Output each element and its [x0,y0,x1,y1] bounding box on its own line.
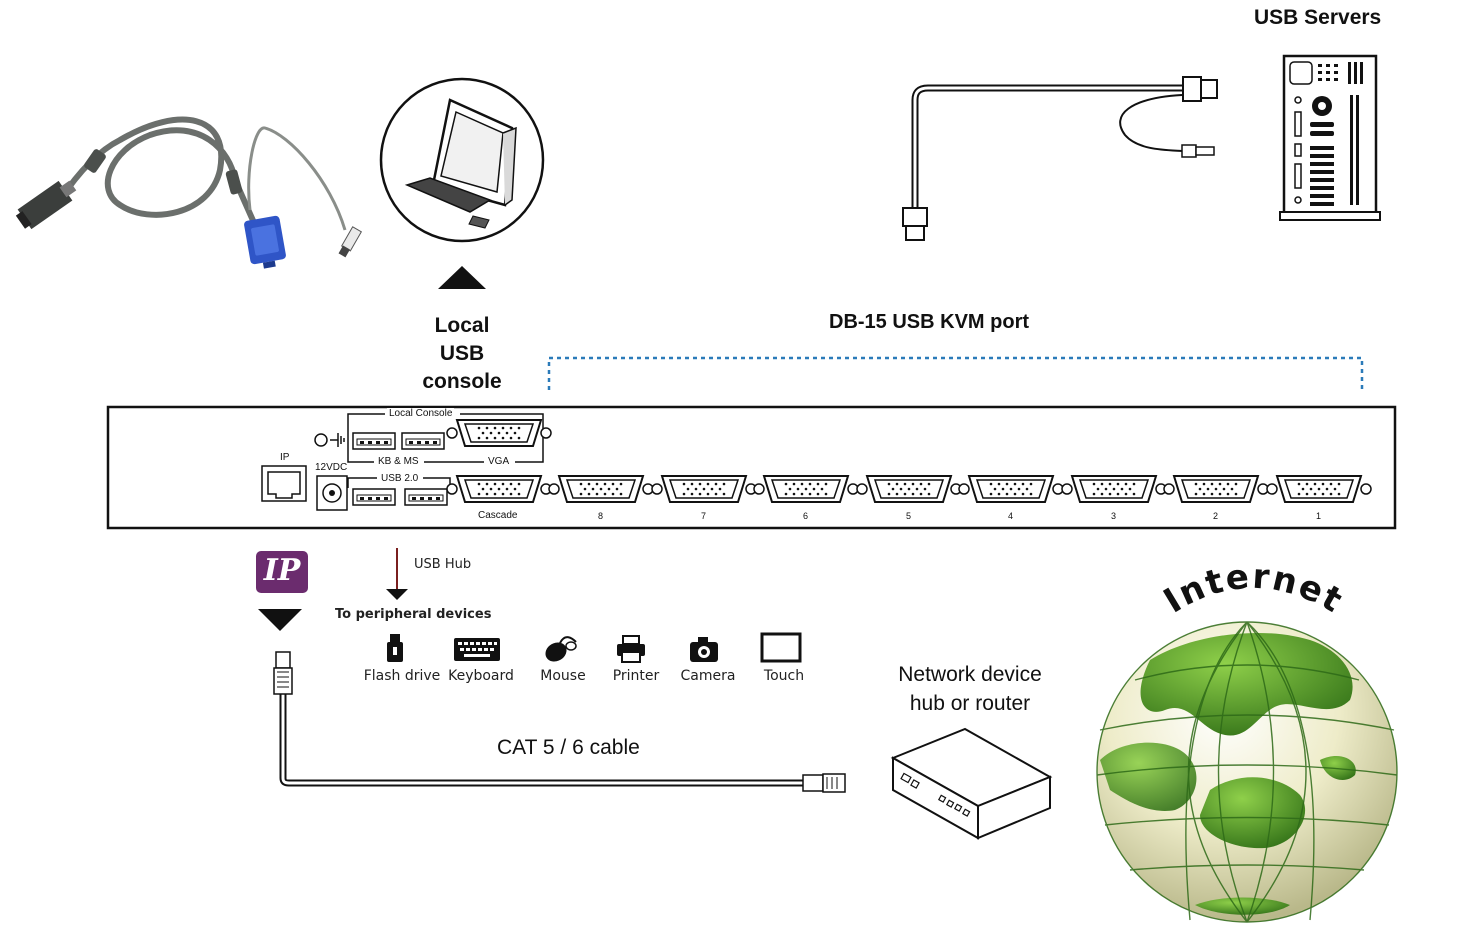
kvm-port-bracket [547,356,1364,390]
ip-port-label: IP [280,452,290,463]
db15-port-label: DB-15 USB KVM port [829,311,1030,333]
kvm-port-3-label: 3 [1111,511,1117,521]
kvm-port-8-label: 8 [598,511,604,521]
network-device-line-1: Network device [898,663,1042,686]
keyboard-icon [454,638,500,661]
vga-label: VGA [486,456,512,467]
kvm-port-5-label: 5 [906,511,912,521]
up-arrow-icon [438,266,486,289]
local-usb-console-line-1: Local [434,314,490,337]
keyboard-label: Keyboard [448,668,514,684]
cascade-port-label: Cascade [478,510,518,521]
to-peripheral-devices-label: To peripheral devices [335,607,492,622]
network-router-icon [890,727,1053,840]
kvm-port-2-label: 2 [1213,511,1219,521]
mouse-label: Mouse [540,668,586,684]
network-device-line-2: hub or router [909,692,1031,715]
flash-drive-label: Flash drive [363,668,441,684]
kb-ms-label: KB & MS [376,456,421,467]
touch-screen-icon [760,632,802,663]
local-usb-console-label: Local USB console [412,312,512,396]
cat-cable-label: CAT 5 / 6 cable [497,736,640,759]
local-console-monitor-icon [379,77,545,243]
usb-hub-arrow-icon [386,589,408,600]
camera-label: Camera [680,668,736,684]
ip-down-arrow-icon [258,609,302,631]
ip-logo-badge [256,551,308,593]
usb-servers-label: USB Servers [1254,6,1382,29]
ip-logo-text: IP [263,553,301,588]
usb-hub-label: USB Hub [414,557,472,572]
flash-drive-icon [387,634,403,662]
dc-power-label: 12VDC [315,462,348,473]
mouse-icon [545,636,577,662]
globe-icon [1096,621,1398,923]
kvm-port-7-label: 7 [701,511,707,521]
touch-label: Touch [763,668,805,684]
kvm-rear-panel [106,405,1397,530]
local-usb-console-line-2: USB [439,342,485,365]
usb-server-tower-icon [1279,54,1381,221]
kvm-port-1-label: 1 [1316,511,1322,521]
kvm-port-6-label: 6 [803,511,809,521]
kvm-cable-icon [15,116,363,269]
network-cable-icon [273,651,846,793]
local-console-label: Local Console [387,408,455,419]
printer-icon [617,635,645,663]
usb20-label: USB 2.0 [379,473,421,484]
server-cable-icon [902,76,1218,241]
local-usb-console-line-3: console [422,370,502,393]
printer-label: Printer [612,668,660,684]
network-device-label: Network device hub or router [870,660,1070,718]
kvm-port-4-label: 4 [1008,511,1014,521]
camera-icon [690,637,718,662]
